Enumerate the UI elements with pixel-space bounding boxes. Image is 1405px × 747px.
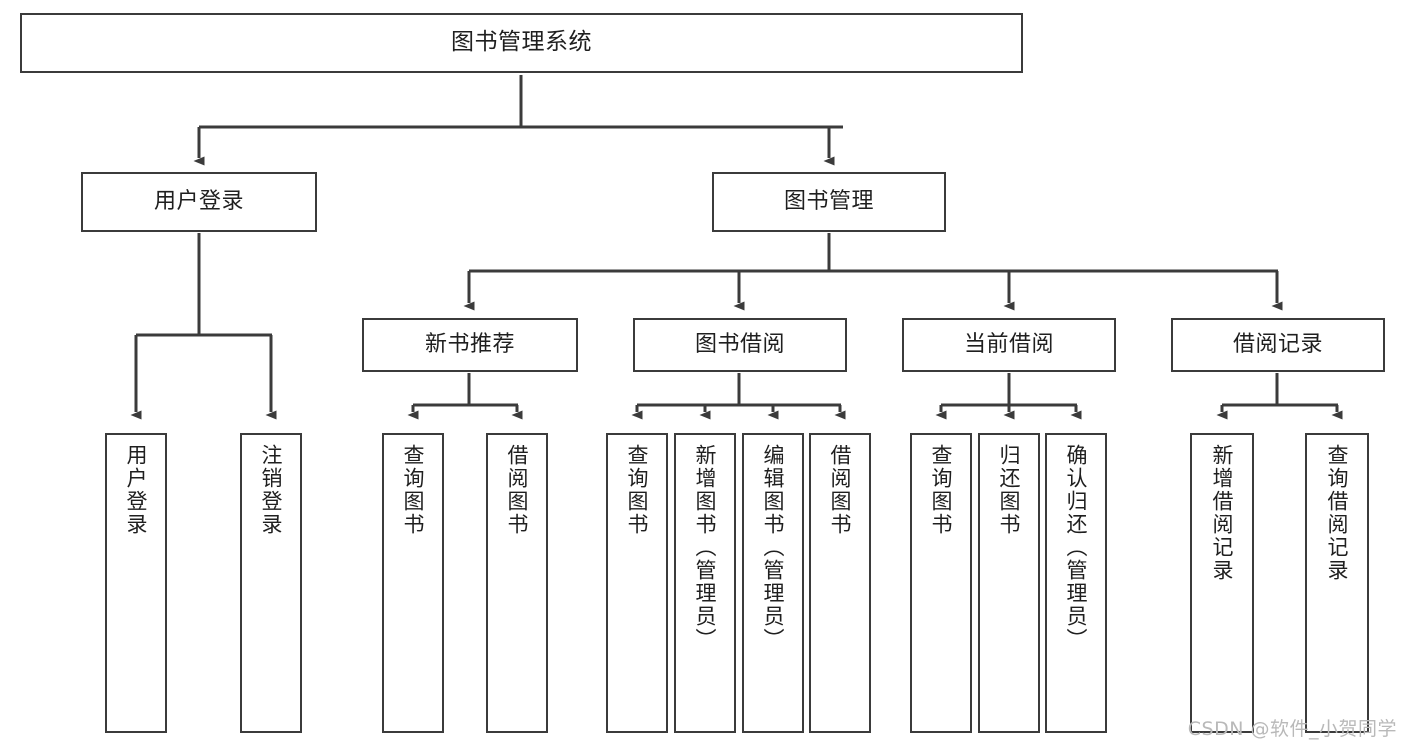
node-label: 当前借阅: [963, 332, 1054, 358]
node-leaf-recommend-query-book[interactable]: 查询图书: [382, 433, 444, 733]
node-label: 用户登录: [124, 444, 149, 536]
node-label: 确认归还（管理员）: [1064, 444, 1089, 651]
node-label: 查询图书: [625, 444, 650, 536]
node-label: 查询图书: [401, 444, 426, 536]
node-label: 新增图书（管理员）: [693, 444, 718, 651]
node-root-system[interactable]: 图书管理系统: [20, 13, 1023, 73]
node-borrow-record[interactable]: 借阅记录: [1171, 318, 1385, 372]
node-leaf-user-logout[interactable]: 注销登录: [240, 433, 302, 733]
node-leaf-borrow-query-book[interactable]: 查询图书: [606, 433, 668, 733]
node-label: 用户登录: [153, 189, 244, 215]
csdn-watermark: CSDN @软件_小贺同学: [1187, 718, 1397, 740]
node-book-borrow[interactable]: 图书借阅: [633, 318, 847, 372]
node-label: 注销登录: [259, 444, 284, 536]
node-leaf-current-confirm-return[interactable]: 确认归还（管理员）: [1045, 433, 1107, 733]
node-leaf-recommend-borrow-book[interactable]: 借阅图书: [486, 433, 548, 733]
node-current-borrow[interactable]: 当前借阅: [902, 318, 1116, 372]
node-label: 新增借阅记录: [1210, 444, 1235, 582]
node-leaf-record-search[interactable]: 查询借阅记录: [1305, 433, 1369, 733]
node-label: 图书管理系统: [451, 29, 592, 56]
node-leaf-borrow-edit-book[interactable]: 编辑图书（管理员）: [742, 433, 804, 733]
node-leaf-user-login[interactable]: 用户登录: [105, 433, 167, 733]
node-label: 编辑图书（管理员）: [761, 444, 786, 651]
node-label: 借阅记录: [1232, 332, 1323, 358]
node-leaf-borrow-add-book[interactable]: 新增图书（管理员）: [674, 433, 736, 733]
node-user-login[interactable]: 用户登录: [81, 172, 317, 232]
node-label: 借阅图书: [828, 444, 853, 536]
node-label: 查询借阅记录: [1325, 444, 1350, 582]
node-new-book-recommend[interactable]: 新书推荐: [362, 318, 578, 372]
node-leaf-record-add[interactable]: 新增借阅记录: [1190, 433, 1254, 733]
node-label: 归还图书: [997, 444, 1022, 536]
node-label: 借阅图书: [505, 444, 530, 536]
node-label: 图书借阅: [694, 332, 785, 358]
node-leaf-current-query-book[interactable]: 查询图书: [910, 433, 972, 733]
node-label: 查询图书: [929, 444, 954, 536]
node-label: 新书推荐: [424, 332, 515, 358]
node-leaf-current-return-book[interactable]: 归还图书: [978, 433, 1040, 733]
node-leaf-borrow-do-borrow[interactable]: 借阅图书: [809, 433, 871, 733]
node-label: 图书管理: [783, 189, 874, 215]
node-book-manage[interactable]: 图书管理: [712, 172, 946, 232]
